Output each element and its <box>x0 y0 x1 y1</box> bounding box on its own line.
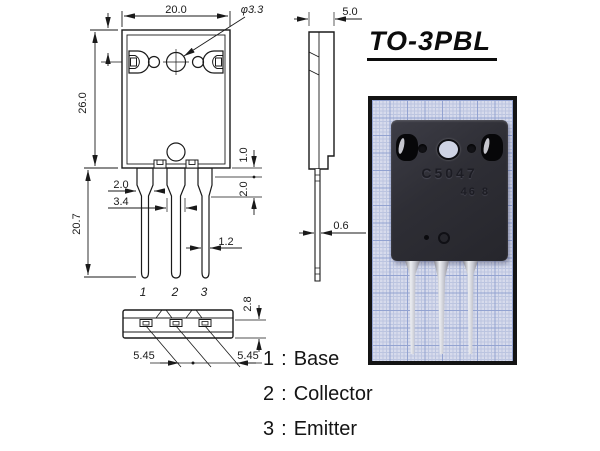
photo-lead-base <box>405 261 420 354</box>
legend-num: 3 <box>263 418 275 440</box>
bottom-view-dimensions <box>145 305 266 368</box>
photo-small-hole-left <box>418 144 427 153</box>
legend-separator: : <box>281 418 287 440</box>
lead-label-2: 2 <box>171 285 179 299</box>
legend-row-collector: 2: Collector <box>263 383 373 406</box>
lead-label-3: 3 <box>201 285 208 299</box>
lead-label-1: 1 <box>140 285 147 299</box>
clip-recess-photo-left <box>396 134 418 161</box>
bottom-tab-right <box>185 159 199 169</box>
dim-label-lead-thickness: 0.6 <box>333 220 348 232</box>
front-small-hole-right <box>191 55 205 69</box>
front-bottom-hole <box>166 142 186 162</box>
photo-mounting-hole <box>437 139 460 160</box>
bottom-tab-right-notch <box>188 159 196 165</box>
clip-recess-left-inner <box>128 55 140 69</box>
bottom-view <box>122 309 234 339</box>
pin-legend: 1: Base 2: Collector 3: Emitter <box>263 348 373 451</box>
bottom-tab-left-notch <box>156 159 164 165</box>
dim-label-shoulder: 2.0 <box>238 181 250 196</box>
part-marking: C5047 <box>421 165 478 181</box>
clip-recess-photo-right <box>481 134 503 161</box>
package-dimension-drawing: 20.0 φ3.3 26.0 20.7 2.0 3.4 1.0 2.0 1.2 … <box>71 4 366 368</box>
dim-label-pitch-right: 5.45 <box>237 350 258 362</box>
front-body-inner-line <box>126 34 226 165</box>
legend-row-emitter: 3: Emitter <box>263 418 373 441</box>
dim-label-lead-thin: 1.2 <box>218 236 233 248</box>
legend-row-base: 1: Base <box>263 348 373 371</box>
front-lead-1 <box>136 167 154 279</box>
front-view <box>101 29 231 279</box>
component-photo: C5047 46 8 <box>368 96 517 365</box>
photo-lead-collector <box>434 261 449 354</box>
dim-label-body-height: 26.0 <box>77 92 89 113</box>
legend-num: 1 <box>263 348 275 370</box>
transistor-body: C5047 46 8 <box>391 120 508 261</box>
legend-name: Emitter <box>293 418 358 440</box>
dim-label-center-lead-width: 3.4 <box>113 196 128 208</box>
hole-centerlines <box>101 49 189 75</box>
dim-label-lead-length: 20.7 <box>71 213 83 234</box>
front-small-hole-left <box>147 55 161 69</box>
photo-lead-emitter <box>463 261 478 354</box>
part-marking-lot: 46 8 <box>460 186 490 198</box>
legend-name: Collector <box>293 383 373 405</box>
front-lead-2 <box>166 167 186 279</box>
package-name-title: TO-3PBL <box>367 26 498 61</box>
dim-label-base-height: 2.8 <box>242 296 254 311</box>
front-view-dimensions <box>84 11 262 278</box>
dim-label-hole-dia: φ3.3 <box>241 4 264 16</box>
dim-label-pitch-left: 5.45 <box>133 350 154 362</box>
bottom-tab-left <box>153 159 167 169</box>
side-view-dimensions <box>294 12 366 236</box>
legend-name: Base <box>293 348 340 370</box>
front-lead-3 <box>197 167 213 279</box>
clip-slot-right <box>215 57 222 67</box>
side-view <box>308 31 335 282</box>
photo-mold-ring <box>438 232 450 244</box>
dim-label-thickness: 5.0 <box>342 6 357 18</box>
dim-label-body-width: 20.0 <box>165 4 186 16</box>
dim-label-lead-width: 2.0 <box>113 179 128 191</box>
legend-separator: : <box>281 383 287 405</box>
legend-num: 2 <box>263 383 275 405</box>
clip-recess-right-inner <box>212 55 224 69</box>
dim-label-tab-offset: 1.0 <box>238 147 250 162</box>
clip-slot-left <box>130 57 137 67</box>
photo-small-hole-right <box>467 144 476 153</box>
photo-pin-dot <box>424 235 429 240</box>
legend-separator: : <box>281 348 287 370</box>
